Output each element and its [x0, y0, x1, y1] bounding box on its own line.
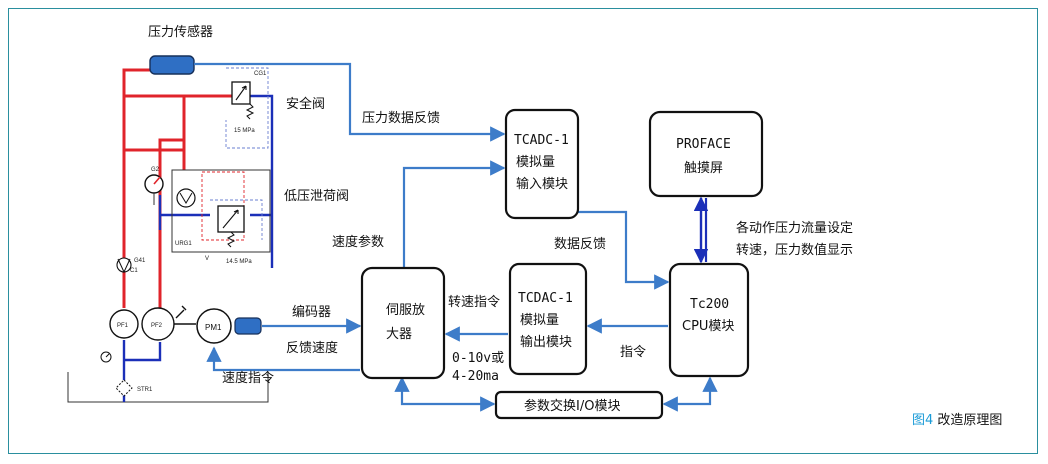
- label-speed-cmd: 速度指令: [222, 370, 274, 386]
- svg-text:G41: G41: [134, 258, 146, 264]
- label-data-feedback: 数据反馈: [554, 237, 606, 252]
- figure-caption: 图4 改造原理图: [912, 413, 1002, 428]
- block-io: 参数交换I/O模块: [494, 390, 664, 420]
- strainer: [115, 379, 133, 397]
- svg-text:URG1: URG1: [175, 241, 192, 247]
- svg-text:CG1: CG1: [254, 71, 267, 77]
- label-encoder: 编码器: [292, 305, 331, 320]
- svg-text:模拟量: 模拟量: [520, 313, 559, 328]
- svg-text:PROFACE: PROFACE: [676, 137, 731, 152]
- label-cmd: 指令: [620, 345, 646, 360]
- svg-text:触摸屏: 触摸屏: [684, 161, 723, 176]
- label-touch-settings: 各动作压力流量设定: [736, 220, 853, 236]
- svg-text:PF2: PF2: [151, 323, 163, 329]
- svg-text:TCDAC-1: TCDAC-1: [518, 291, 573, 306]
- svg-text:15 MPa: 15 MPa: [234, 128, 255, 134]
- encoder: [234, 317, 262, 335]
- pressure-sensor-label: 压力传感器: [148, 24, 213, 40]
- svg-text:V: V: [205, 256, 209, 262]
- label-range1: 0-10v或: [452, 351, 504, 366]
- safety-valve-label: 安全阀: [286, 96, 325, 112]
- figure-frame: [8, 8, 1038, 454]
- label-touch-display: 转速，压力数值显示: [736, 242, 853, 258]
- svg-text:G2: G2: [151, 167, 160, 173]
- label-speed-cmd-short: 转速指令: [448, 295, 500, 310]
- svg-text:C1: C1: [130, 268, 138, 274]
- svg-text:CPU模块: CPU模块: [682, 319, 734, 334]
- svg-text:PM1: PM1: [205, 323, 222, 332]
- tank: [67, 372, 269, 403]
- svg-text:模拟量: 模拟量: [516, 155, 555, 170]
- svg-text:伺服放: 伺服放: [386, 303, 425, 318]
- svg-text:参数交换I/O模块: 参数交换I/O模块: [524, 398, 620, 414]
- label-range2: 4-20ma: [452, 369, 499, 384]
- block-tcdac: TCDAC-1 模拟量 输出模块: [508, 262, 588, 376]
- label-speed-feedback: 反馈速度: [286, 340, 338, 356]
- caption-text: 改造原理图: [933, 413, 1002, 428]
- pump-pf1: [109, 309, 139, 339]
- svg-text:输出模块: 输出模块: [520, 334, 572, 350]
- block-tcadc: TCADC-1 模拟量 输入模块: [504, 108, 580, 220]
- svg-text:STR1: STR1: [137, 387, 153, 393]
- hydraulic-schematic: CG1 15 MPa URG1 V 14.5 MPa G2 G41 C1 PF1…: [67, 55, 274, 403]
- label-speed-param: 速度参数: [332, 234, 384, 250]
- svg-text:TCADC-1: TCADC-1: [514, 133, 569, 148]
- svg-text:大器: 大器: [386, 327, 412, 342]
- label-pressure-feedback: 压力数据反馈: [362, 111, 440, 126]
- block-servo-amplifier: 伺服放 大器: [360, 266, 446, 380]
- svg-text:Tc200: Tc200: [690, 297, 729, 312]
- low-pressure-valve-label: 低压泄荷阀: [284, 189, 349, 204]
- svg-text:PF1: PF1: [117, 323, 129, 329]
- block-proface: PROFACE 触摸屏: [648, 110, 764, 198]
- caption-prefix: 图4: [912, 413, 933, 428]
- signal-lines: [194, 62, 718, 412]
- svg-text:输入模块: 输入模块: [516, 176, 568, 192]
- servo-motor-pm1: [196, 308, 232, 344]
- svg-text:14.5 MPa: 14.5 MPa: [226, 259, 252, 265]
- block-tc200: Tc200 CPU模块: [668, 262, 750, 378]
- pressure-sensor: [149, 55, 195, 75]
